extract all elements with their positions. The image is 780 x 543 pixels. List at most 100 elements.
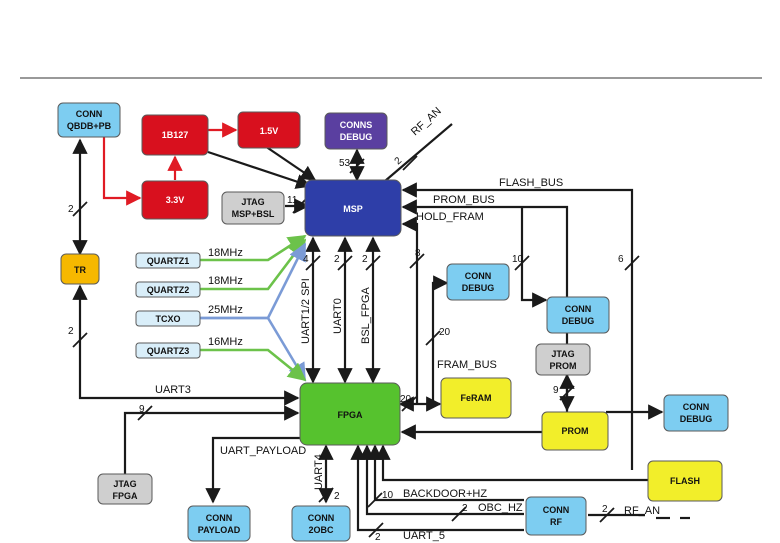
- jtag-fpga-block: [97, 473, 153, 505]
- width-2-2obc: 2: [334, 491, 340, 502]
- jtag-msp-label-2: MSP+BSL: [232, 209, 275, 219]
- tr-label: TR: [74, 265, 86, 275]
- freq-16mhz-label: 16MHz: [208, 336, 243, 348]
- width-2-rfbottom: 2: [602, 504, 608, 515]
- uart12-spi-label: UART1/2 SPI: [300, 278, 312, 344]
- rf-an-top-label: RF_AN: [409, 105, 444, 138]
- rf-an-bottom-label: RF_AN: [624, 505, 660, 517]
- v15-label: 1.5V: [260, 126, 279, 136]
- conn-debug-mid-block: [446, 263, 510, 301]
- conns-debug-top-block: [324, 112, 388, 150]
- fpga-label: FPGA: [337, 410, 363, 420]
- bsl-fpga-label: BSL_FPGA: [360, 286, 372, 344]
- v15-block: [237, 111, 301, 149]
- jtag-msp-label-1: JTAG: [241, 197, 264, 207]
- b1b127-label: 1B127: [162, 130, 189, 140]
- obc-hz-label: OBC_HZ: [478, 502, 523, 514]
- flash-label: FLASH: [670, 476, 700, 486]
- edge-10-conndebug: [520, 207, 548, 308]
- width-2-bsl: 2: [362, 254, 368, 265]
- prom-label: PROM: [562, 426, 589, 436]
- prom-bus-label: PROM_BUS: [433, 194, 495, 206]
- width-10: 10: [512, 254, 524, 265]
- tr-block: [60, 253, 100, 285]
- edge-jtag-fpga: [123, 405, 300, 474]
- conn-rf-label-2: RF: [550, 517, 562, 527]
- jtag-fpga-label-2: FPGA: [112, 491, 138, 501]
- conn-debug-right-label-1: CONN: [565, 304, 592, 314]
- jtag-fpga-label-1: JTAG: [113, 479, 136, 489]
- freq-18mhz-b-label: 18MHz: [208, 275, 243, 287]
- conn-debug-mid-label-2: DEBUG: [462, 283, 495, 293]
- conn-debug-right-label-2: DEBUG: [562, 316, 595, 326]
- quartz1-block: [135, 252, 201, 269]
- msp-label: MSP: [343, 204, 363, 214]
- edge-15v-msp: [261, 143, 317, 181]
- edge-uart3: [78, 318, 300, 406]
- conn-qbdb-label-2: QBDB+PB: [67, 121, 112, 131]
- tcxo-block: [135, 310, 201, 327]
- conn-2obc-label-1: CONN: [308, 513, 335, 523]
- width-9-prom: 9: [553, 385, 559, 396]
- width-2-left: 2: [68, 204, 74, 215]
- bus-slashes: [72, 155, 640, 538]
- uart-payload-label: UART_PAYLOAD: [220, 445, 306, 457]
- width-4: 4: [303, 254, 309, 265]
- clock-connectors: [200, 234, 307, 382]
- v33-block: [141, 180, 209, 220]
- msp-block: [304, 179, 402, 237]
- feram-label: FeRAM: [461, 393, 492, 403]
- jtag-prom-block: [535, 343, 591, 376]
- conns-debug-top-label-2: DEBUG: [340, 132, 373, 142]
- tcxo-label: TCXO: [155, 314, 180, 324]
- uart3-label: UART3: [155, 384, 191, 396]
- quartz2-label: QUARTZ2: [147, 285, 190, 295]
- edge-flash-bus: [401, 182, 634, 470]
- width-11: 11: [287, 195, 298, 206]
- conn-debug-mid-label-1: CONN: [465, 271, 492, 281]
- conn-debug-far-label-1: CONN: [683, 402, 710, 412]
- conn-debug-right-block: [546, 296, 610, 334]
- uart0-label: UART0: [332, 298, 344, 334]
- conn-payload-block: [187, 505, 251, 542]
- width-20-feram: 20: [400, 394, 412, 405]
- edge-tcxo-fpga: [200, 316, 307, 382]
- freq-25mhz-label: 25MHz: [208, 304, 243, 316]
- conn-qbdb-label-1: CONN: [76, 109, 103, 119]
- conn-payload-label-1: CONN: [206, 513, 233, 523]
- conn-qbdb-block: [57, 102, 121, 138]
- flash-block: [647, 460, 723, 502]
- edge-rfan-top: [384, 123, 453, 182]
- width-2-obc: 2: [462, 503, 468, 514]
- conn-debug-far-block: [663, 394, 729, 432]
- quartz2-block: [135, 281, 201, 298]
- edge-qbdb-33v: [102, 134, 142, 206]
- edge-quartz3-fpga: [200, 348, 307, 382]
- jtag-prom-label-1: JTAG: [551, 349, 574, 359]
- freq-18mhz-a-label: 18MHz: [208, 247, 243, 259]
- width-10-backdoor: 10: [382, 490, 394, 501]
- edge-flash-fpga: [375, 444, 648, 482]
- width-8: 8: [415, 248, 421, 259]
- width-53: 53: [339, 158, 351, 169]
- width-20-fram: 20: [439, 327, 451, 338]
- quartz3-label: QUARTZ3: [147, 346, 190, 356]
- b1b127-block: [141, 114, 209, 156]
- power-connectors: [102, 122, 238, 206]
- fram-bus-label: FRAM_BUS: [437, 359, 497, 371]
- v33-label: 3.3V: [166, 195, 185, 205]
- quartz3-block: [135, 342, 201, 359]
- prom-block: [541, 411, 609, 451]
- jtag-msp-block: [221, 191, 285, 225]
- edge-1b127-msp: [207, 150, 312, 189]
- conns-debug-top-label-1: CONNS: [340, 120, 373, 130]
- width-2-uart5: 2: [375, 532, 381, 543]
- edge-obc-hz: [359, 444, 524, 516]
- width-2-uart0: 2: [334, 254, 340, 265]
- edge-fram-conndebug: [431, 275, 449, 404]
- jtag-prom-label-2: PROM: [550, 361, 577, 371]
- width-6: 6: [618, 254, 624, 265]
- conn-2obc-label-2: 2OBC: [308, 525, 334, 535]
